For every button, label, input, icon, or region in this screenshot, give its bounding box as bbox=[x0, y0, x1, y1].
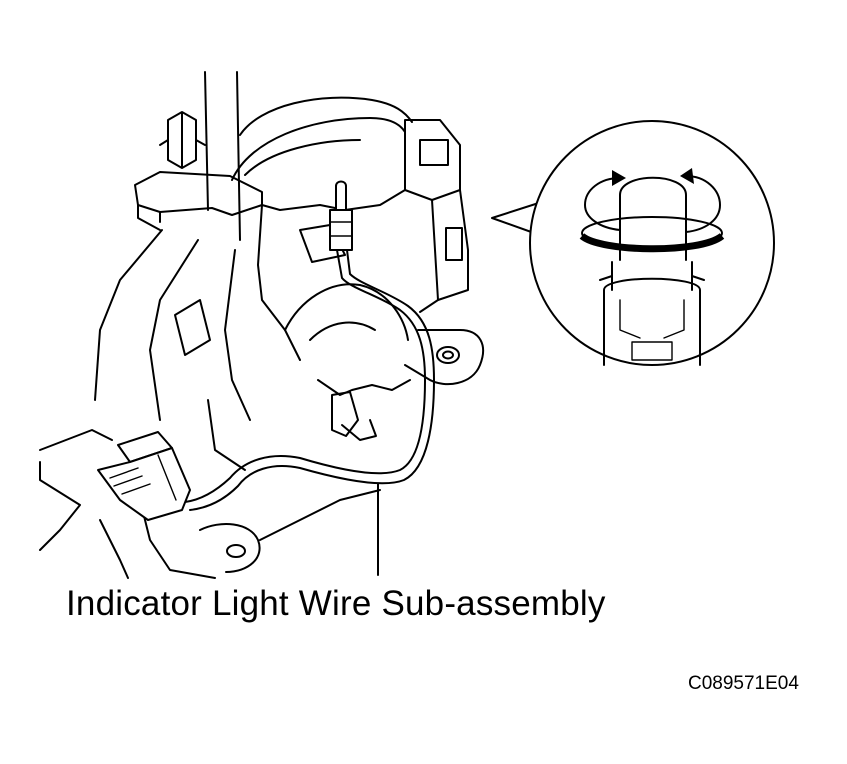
rotation-arrow-icon bbox=[584, 168, 721, 233]
figure-code: C089571E04 bbox=[688, 673, 799, 694]
bulb-socket bbox=[329, 180, 353, 251]
wire-connector bbox=[97, 431, 191, 521]
indicator-wire-harness bbox=[184, 249, 435, 576]
part-name-label: Indicator Light Wire Sub-assembly bbox=[66, 584, 606, 623]
shift-lever-housing bbox=[39, 71, 485, 579]
detail-callout bbox=[491, 120, 775, 366]
bulb-rotation-detail bbox=[579, 176, 725, 366]
